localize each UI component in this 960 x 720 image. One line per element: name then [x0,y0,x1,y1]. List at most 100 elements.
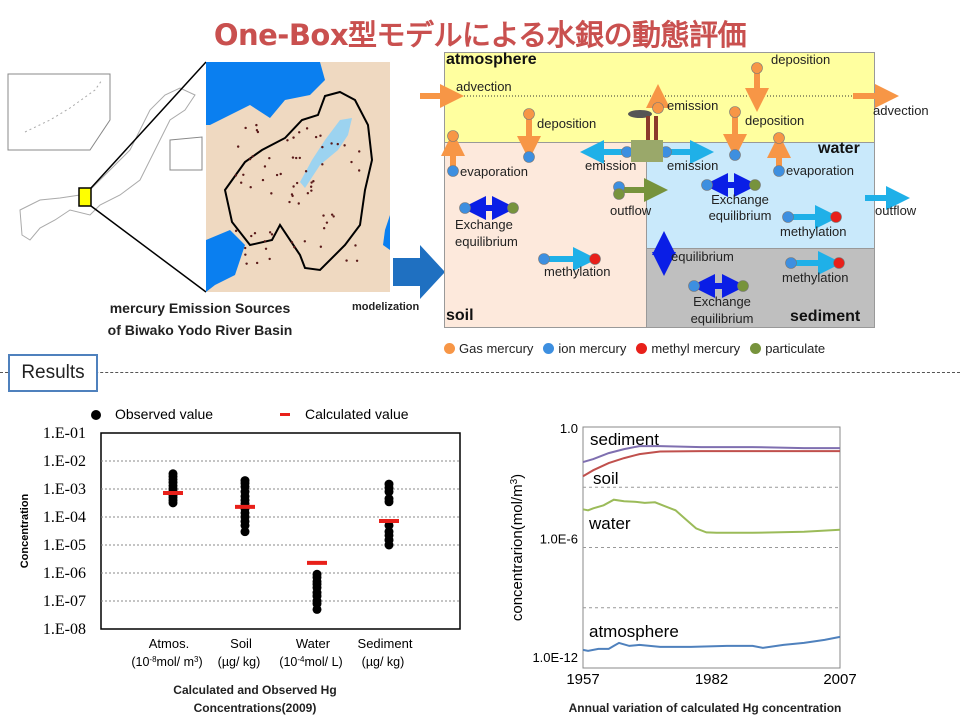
chart1-category-unit: (10-4mol/ L) [279,655,342,670]
chart1-category-label: Atmos. [149,636,189,651]
chart1-category-unit: (10-8mol/ m3) [131,655,202,670]
series-label-atmosphere: atmosphere [589,622,679,641]
deposition-soil-label: deposition [537,116,597,131]
legend-item: methyl mercury [636,341,740,356]
outflow-water-label: outflow [875,203,917,218]
exchange-soil-label-1: Exchange [455,217,513,232]
equilibrium-ws-label: equilibrium [671,249,734,264]
methylation-water-label: methylation [780,224,847,239]
chart1-ytick-label: 1.E-02 [43,453,86,470]
page-title: One-Box型モデルによる水銀の動態評価 [213,18,747,52]
series-label-sediment: sediment [590,430,659,449]
observed-legend-label: Observed value [115,406,213,422]
calculated-legend-icon [280,413,290,416]
calculated-marker [235,504,255,509]
exchange-water-label-2: equilibrium [708,208,772,223]
soil-compartment [444,142,647,328]
chart1-ytick-label: 1.E-04 [43,509,86,526]
soil-label: soil [446,307,474,324]
chart1-category-unit: (µg/ kg) [218,655,261,669]
emission-atm-label: emission [667,98,719,113]
emission-water-label: emission [667,158,719,173]
exchange-sed-label-1: Exchange [693,294,751,309]
modelization-label: modelization [352,301,420,313]
chart1-ytick-label: 1.E-03 [43,481,86,498]
chart1-category-label: Soil [230,636,252,651]
water-label: water [818,140,860,157]
chart1-category-unit: (µg/ kg) [362,655,405,669]
chart1-category-label: Sediment [358,636,413,651]
calculated-marker [163,490,183,495]
legend-item: Gas mercury [444,341,533,356]
evaporation-water-label: evaporation [786,163,854,178]
section-divider [0,372,960,373]
legend-label: methyl mercury [651,341,741,356]
chart2-title: Annual variation of calculated Hg concen… [568,701,842,715]
observed-point [240,476,250,486]
methylation-sed-label: methylation [782,270,849,285]
series-line-soil [582,450,840,478]
chart1-ylabel: Concentration [19,493,31,568]
chart2-ytick-label: 1.0E-6 [540,532,578,547]
emission-soil-label: emission [585,158,637,173]
chart1-ytick-label: 1.E-01 [43,425,86,442]
chart2-xtick-label: 1957 [566,671,599,688]
observed-point [384,527,394,537]
chart1-ytick-label: 1.E-05 [43,537,86,554]
chart1-category-label: Water [296,636,331,651]
map-caption-line1: mercury Emission Sources [109,300,291,316]
exchange-soil-label-2: equilibrium [455,234,518,249]
methylation-soil-label: methylation [544,264,611,279]
observed-legend-icon [91,410,101,420]
chart1-title-line2: Concentrations(2009) [193,701,317,715]
series-line-sediment [582,445,840,464]
chart1-title-line1: Calculated and Observed Hg [173,683,337,697]
particulate-icon [750,343,762,354]
exchange-sed-label-2: equilibrium [690,311,754,326]
series-label-water: water [588,514,631,533]
observed-point [168,469,178,479]
observed-point [384,520,394,530]
advection-in-label: advection [456,79,512,94]
results-label: Results [8,354,98,392]
chart2-ylabel: concentrarion(mol/m3) [509,474,527,621]
legend-item: particulate [750,341,825,356]
legend-label: Gas mercury [459,341,534,356]
chart1-ytick-label: 1.E-08 [43,621,86,638]
ion-mercury-icon [543,343,555,354]
calculated-marker [379,518,399,523]
legend-label: particulate [765,341,826,356]
chart2-xtick-label: 1982 [695,671,728,688]
chart1-plot-area [100,432,461,630]
chart1-ytick-label: 1.E-07 [43,593,86,610]
observed-point [312,569,322,579]
series-line-water [582,498,841,534]
deposition-top-label: deposition [771,52,831,67]
diagram-legend: Gas mercury ion mercury methyl mercury p… [444,341,825,356]
map-caption-line2: of Biwako Yodo River Basin [107,322,293,338]
chart2-ytick-label: 1.0 [560,421,578,436]
series-label-soil: soil [593,469,619,488]
observed-point [384,479,394,489]
chart1-ytick-label: 1.E-06 [43,565,86,582]
gas-mercury-icon [444,343,455,354]
observed-point [240,527,250,537]
chart2-xtick-label: 2007 [823,671,856,688]
calculated-legend-label: Calculated value [305,406,409,422]
advection-out-label: advection [873,103,929,118]
water-compartment [646,142,875,249]
legend-item: ion mercury [543,341,626,356]
chart2-ytick-label: 1.0E-12 [532,650,578,665]
legend-label: ion mercury [558,341,627,356]
atmosphere-label: atmosphere [446,51,537,68]
calculated-marker [307,560,327,565]
evaporation-soil-label: evaporation [460,164,528,179]
deposition-water-label: deposition [745,113,805,128]
methyl-mercury-icon [636,343,648,354]
observed-point [384,494,394,504]
sediment-label: sediment [790,308,861,325]
exchange-water-label-1: Exchange [711,192,769,207]
outflow-soil-label: outflow [610,203,652,218]
